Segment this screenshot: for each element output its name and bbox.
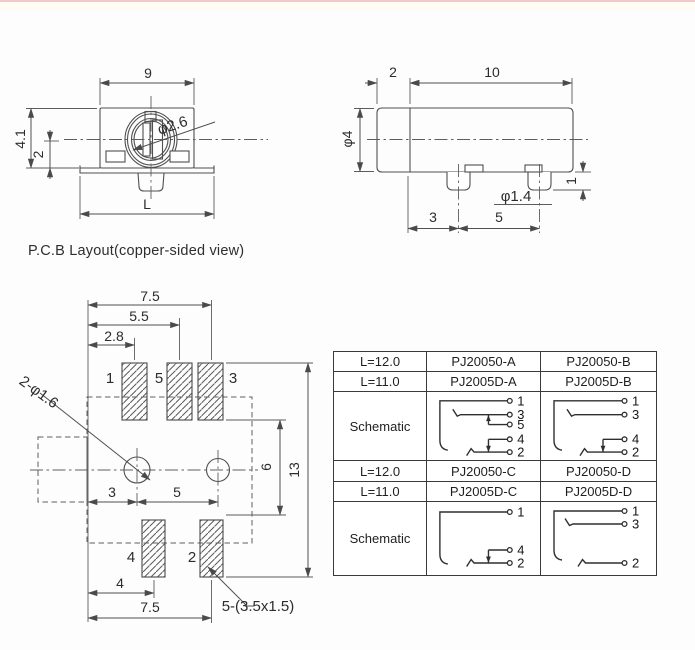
pcb-dim-hole2-x: 5: [173, 484, 181, 500]
pcb-dim-pad4-x: 4: [116, 575, 124, 591]
pcb-dim-holes-y: 6: [258, 463, 274, 471]
side-dim-pin-offset: 3: [429, 209, 437, 225]
sch-a-pin: 3: [517, 407, 524, 422]
front-dim-axis-height: 2: [30, 150, 46, 158]
side-dim-pin-pitch: 5: [495, 209, 503, 225]
pcb-dim-pad1-x: 2.8: [104, 328, 124, 344]
table-cell-model-d: PJ20050-D: [541, 461, 656, 482]
table-cell-schematic-label-2: Schematic: [334, 502, 427, 575]
sch-b-pin: 4: [632, 432, 639, 447]
front-dim-width: 9: [144, 65, 152, 81]
table-cell-length-3: L=12.0: [334, 461, 427, 482]
table-cell-length-1: L=12.0: [334, 352, 427, 372]
pad-label-1: 1: [106, 370, 114, 387]
schematic-a-cell: 1 3 5 4 2: [427, 392, 541, 461]
table-cell-model-db: PJ2005D-B: [541, 372, 656, 392]
schematic-b: 1 3 4 2: [553, 393, 639, 460]
schematic-d: 1 3 2: [553, 504, 639, 571]
sch-a-pin: 4: [517, 432, 524, 447]
sch-c-pin: 4: [517, 542, 524, 557]
schematic-d-cell: 1 3 2: [541, 502, 656, 575]
pcb-dim-hole1-x: 3: [108, 484, 116, 500]
pad-label-4: 4: [127, 549, 135, 566]
pcb-dim-pad5-x: 5.5: [129, 308, 149, 324]
front-dim-height: 4.1: [12, 129, 28, 149]
side-view: 2 10 φ4 1 φ1.4 3 5: [339, 64, 591, 233]
spec-table: L=12.0 PJ20050-A PJ20050-B L=11.0 PJ2005…: [333, 351, 657, 576]
front-dim-jack-dia: φ2.6: [155, 113, 189, 139]
sch-b-pin: 2: [632, 445, 639, 460]
sch-b-pin: 3: [632, 407, 639, 422]
pcb-dim-pad3-x: 7.5: [140, 288, 160, 304]
schematic-b-cell: 1 3 4 2: [541, 392, 656, 461]
top-accent-bar: [0, 0, 695, 2]
schematic-a: 1 3 5 4 2: [439, 393, 524, 460]
table-cell-model-c: PJ20050-C: [427, 461, 541, 482]
pcb-layout-view: 7.5 5.5 2.8 1 5 3 4 2 2-φ1.6 3 5 6 13 4 …: [16, 288, 313, 623]
table-cell-schematic-label-1: Schematic: [334, 392, 427, 461]
sch-c-pin: 2: [517, 555, 524, 570]
schematic-c-cell: 1 4 2: [427, 502, 541, 575]
pad-label-3: 3: [229, 370, 237, 387]
front-dim-length: L: [143, 196, 151, 212]
sch-a-pin: 5: [517, 417, 524, 432]
table-cell-model-dd: PJ2005D-D: [541, 482, 656, 502]
sch-d-pin: 2: [632, 556, 639, 571]
pcb-pad-note: 5-(3.5x1.5): [222, 598, 295, 615]
sch-b-pin: 1: [632, 393, 639, 408]
sch-d-pin: 1: [632, 504, 639, 519]
table-cell-model-a: PJ20050-A: [427, 352, 541, 372]
front-view: 9 4.1 2 L φ2.6: [12, 65, 268, 219]
side-dim-pin-dia: φ1.4: [501, 188, 532, 205]
sch-a-pin: 2: [517, 445, 524, 460]
pad-label-2: 2: [188, 549, 196, 566]
sch-c-pin: 1: [517, 504, 524, 519]
sch-a-pin: 1: [517, 393, 524, 408]
pad-label-5: 5: [155, 370, 163, 387]
table-cell-model-dc: PJ2005D-C: [427, 482, 541, 502]
table-cell-model-da: PJ2005D-A: [427, 372, 541, 392]
table-cell-model-b: PJ20050-B: [541, 352, 656, 372]
pcb-dim-holes: 2-φ1.6: [16, 373, 62, 413]
table-cell-length-4: L=11.0: [334, 482, 427, 502]
pcb-dim-pads-y: 13: [286, 462, 302, 478]
side-dim-dia: φ4: [339, 130, 355, 147]
side-dim-body: 10: [484, 64, 500, 80]
sch-d-pin: 3: [632, 517, 639, 532]
side-dim-cap: 2: [389, 64, 397, 80]
side-dim-pin-height: 1: [563, 177, 579, 185]
schematic-c: 1 4 2: [439, 504, 524, 571]
pcb-caption: P.C.B Layout(copper-sided view): [28, 243, 245, 259]
table-cell-length-2: L=11.0: [334, 372, 427, 392]
pcb-dim-pad2-x: 7.5: [140, 599, 160, 615]
top-cream-band: [0, 2, 695, 10]
